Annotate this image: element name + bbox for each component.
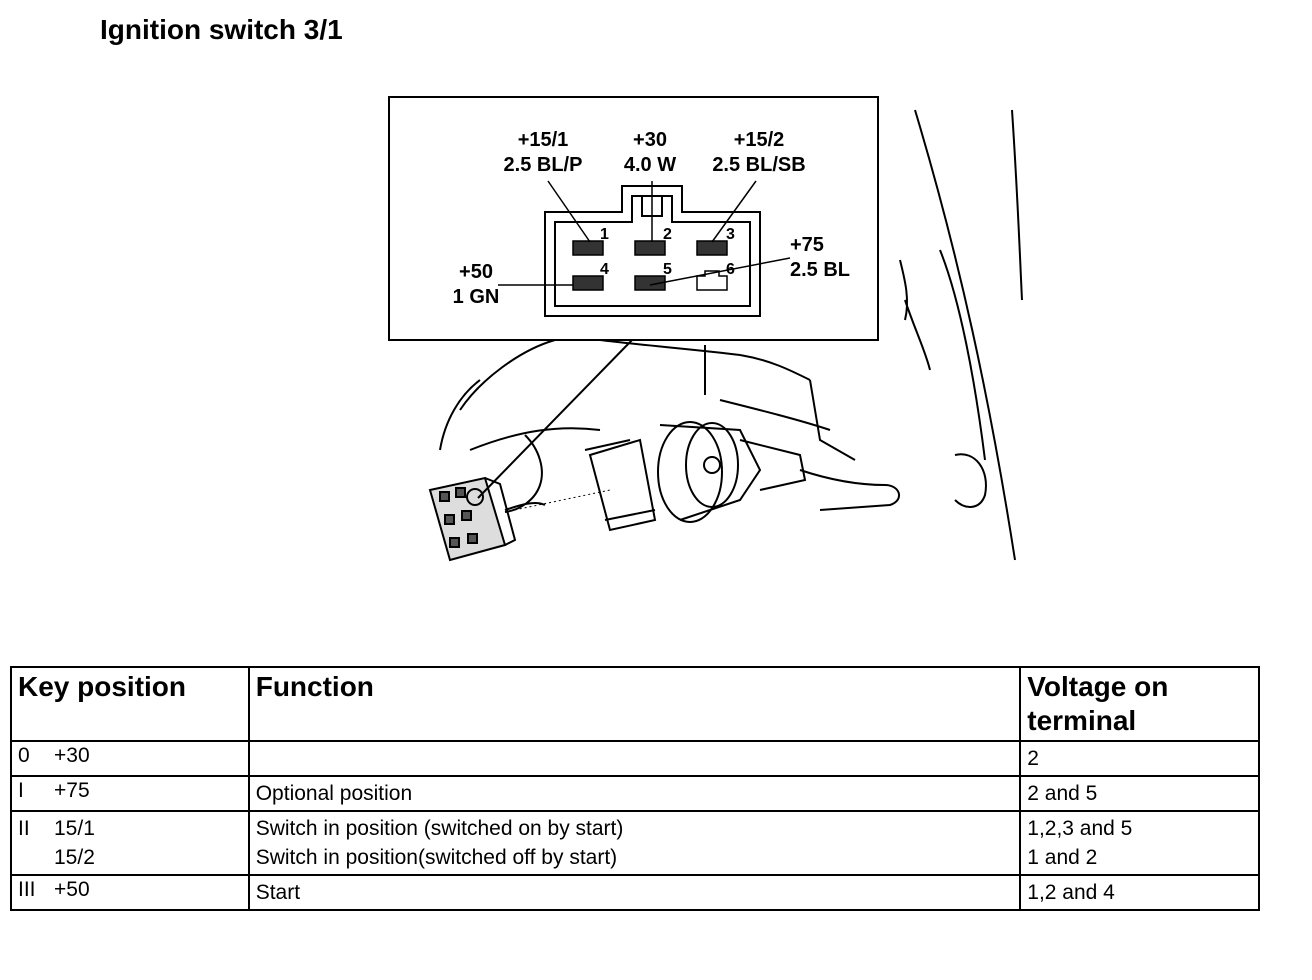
voltage-cell: 2 and 5	[1019, 775, 1260, 812]
wire-label-pin2: +30 4.0 W	[610, 128, 690, 178]
key-position-cell: 0 +30	[10, 740, 250, 777]
terminal-label: +15/2	[733, 129, 785, 151]
wire-spec: 1 GN	[452, 286, 500, 308]
terminal: +50	[54, 878, 90, 901]
terminal-label: +75	[790, 234, 824, 256]
key-position-cell: I +75	[10, 775, 250, 812]
terminal-label: +15/1	[517, 129, 569, 151]
key-position: III	[18, 878, 36, 901]
wire-spec: 2.5 BL/P	[503, 154, 583, 176]
table-row: III +50 Start 1,2 and 4	[10, 874, 1260, 911]
header-function: Function	[247, 666, 1022, 742]
voltage-text: 1,2,3 and 5	[1027, 817, 1133, 840]
function-cell: Start	[247, 874, 1022, 911]
key-position-table: Key position Function Voltage on termina…	[10, 666, 1260, 911]
key-position: II	[18, 817, 30, 840]
header-key-position: Key position	[10, 666, 250, 742]
table-row: II 15/1 15/2 Switch in position (switched…	[10, 810, 1260, 876]
terminal: 15/1	[54, 817, 95, 840]
pin-number: 2	[663, 226, 672, 243]
voltage-text: 1,2 and 4	[1027, 881, 1115, 904]
table-row: 0 +30 2	[10, 740, 1260, 777]
pin-number: 4	[600, 261, 609, 278]
wire-label-pin1: +15/1 2.5 BL/P	[493, 128, 593, 178]
key-position: 0	[18, 744, 30, 767]
function-text: Switch in position (switched on by start…	[255, 817, 624, 840]
table-row: I +75 Optional position 2 and 5	[10, 775, 1260, 812]
terminal-label: +30	[633, 129, 667, 151]
terminal: 15/2	[54, 846, 95, 869]
table-header-row: Key position Function Voltage on termina…	[10, 666, 1260, 742]
function-text: Start	[255, 881, 301, 904]
voltage-cell: 1,2,3 and 5 1 and 2	[1019, 810, 1260, 876]
voltage-text: 1 and 2	[1027, 846, 1098, 869]
wire-spec: 2.5 BL/SB	[712, 154, 806, 176]
key-position-cell: III +50	[10, 874, 250, 911]
key-position-cell: II 15/1 15/2	[10, 810, 250, 876]
voltage-text: 2	[1027, 747, 1039, 770]
wire-label-pin3: +15/2 2.5 BL/SB	[703, 128, 815, 178]
wire-label-pin4: +50 1 GN	[436, 260, 516, 310]
header-voltage: Voltage on terminal	[1019, 666, 1260, 742]
key-position: I	[18, 779, 24, 802]
pin-number: 1	[600, 226, 609, 243]
function-cell: Optional position	[247, 775, 1022, 812]
pin-number: 3	[726, 226, 735, 243]
terminal: +30	[54, 744, 90, 767]
terminal: +75	[54, 779, 90, 802]
wire-spec: 2.5 BL	[790, 259, 851, 281]
wire-label-pin5: +75 2.5 BL	[790, 233, 866, 283]
voltage-text: 2 and 5	[1027, 782, 1098, 805]
wire-spec: 4.0 W	[623, 154, 677, 176]
pin-number: 5	[663, 261, 672, 278]
diagram-title: Ignition switch 3/1	[100, 14, 343, 45]
function-text: Switch in position(switched off by start…	[255, 846, 618, 869]
pin-number: 6	[726, 261, 735, 278]
function-cell: Switch in position (switched on by start…	[247, 810, 1022, 876]
voltage-cell: 1,2 and 4	[1019, 874, 1260, 911]
voltage-cell: 2	[1019, 740, 1260, 777]
terminal-label: +50	[459, 261, 493, 283]
function-cell	[247, 740, 1022, 777]
function-text: Optional position	[255, 782, 413, 805]
